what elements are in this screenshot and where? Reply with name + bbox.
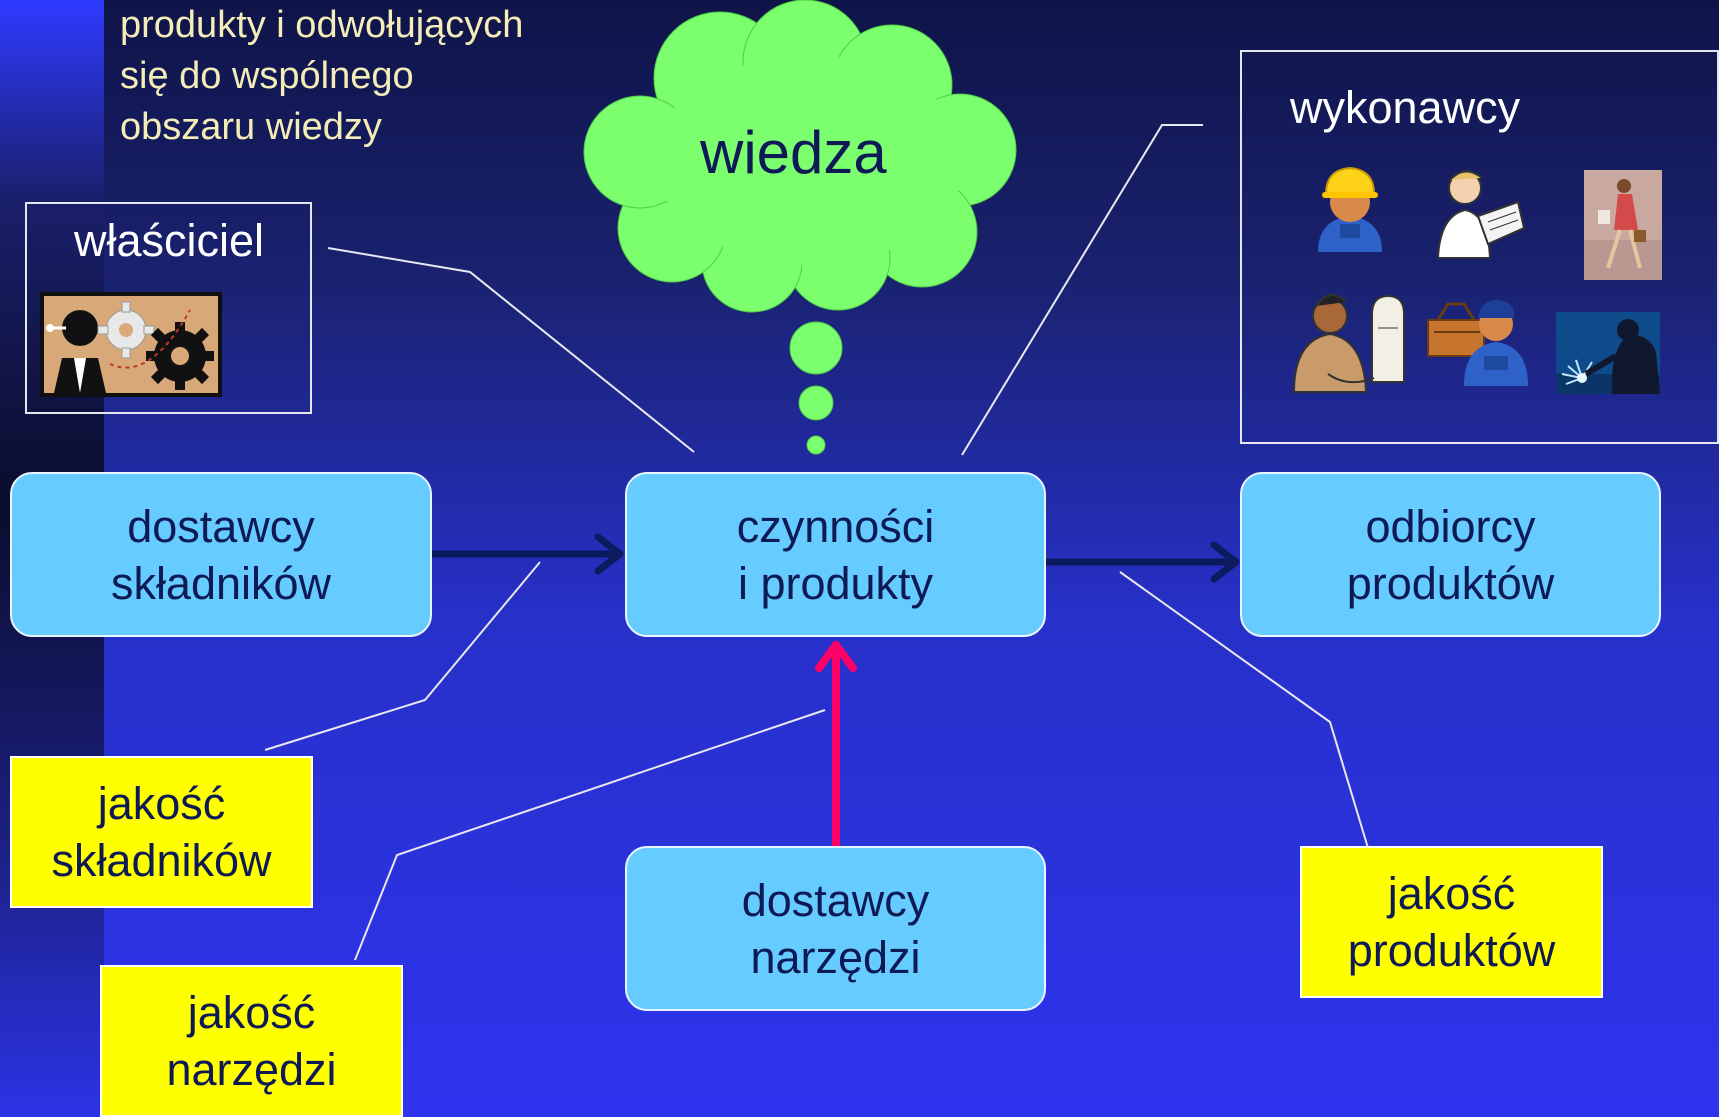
ingredient-quality-line-2: składników [51, 835, 272, 886]
construction-worker-icon [1310, 160, 1390, 252]
owner-callout-line [327, 247, 695, 453]
architect-icon [1430, 162, 1530, 262]
tool-suppliers-line-2: narzędzi [750, 931, 921, 983]
product-recipients-node: odbiorcy produktów [1240, 472, 1661, 637]
activities-node: czynności i produkty [625, 472, 1046, 637]
owner-frame [25, 202, 312, 414]
intro-line: produkty i odwołujących [120, 4, 524, 46]
intro-line: obszaru wiedzy [120, 106, 382, 148]
tool-quality-box: jakość narzędzi [100, 965, 403, 1117]
intro-text: produkty i odwołujących się do wspólnego… [120, 0, 590, 153]
tool-quality-callout-line [354, 709, 826, 961]
ingredient-quality-line-1: jakość [97, 778, 226, 829]
tools-arrow [815, 641, 857, 849]
product-quality-line-1: jakość [1387, 868, 1516, 919]
mechanic-toolbox-icon [1424, 286, 1534, 386]
tool-suppliers-node: dostawcy narzędzi [625, 846, 1046, 1011]
workers-label: wykonawcy [1290, 82, 1521, 133]
tool-quality-line-2: narzędzi [166, 1044, 337, 1095]
activities-line-2: i produkty [737, 557, 934, 609]
product-quality-box: jakość produktów [1300, 846, 1603, 998]
knowledge-label: wiedza [700, 119, 887, 186]
owner-label: właściciel [74, 215, 265, 266]
product-recipients-line-1: odbiorcy [1365, 500, 1536, 552]
ingredient-suppliers-line-1: dostawcy [127, 500, 315, 552]
tool-suppliers-line-1: dostawcy [741, 874, 930, 926]
workers-frame [1240, 50, 1719, 444]
welder-icon [1556, 312, 1660, 394]
ingredient-suppliers-line-2: składników [110, 557, 332, 609]
flow-arrow-right [1044, 541, 1240, 583]
flow-arrow-left [428, 533, 624, 575]
product-quality-line-2: produktów [1347, 925, 1556, 976]
ingredient-quality-callout-line [264, 561, 541, 751]
tool-quality-line-1: jakość [187, 987, 316, 1038]
owner-gears-icon [40, 292, 222, 397]
businesswoman-icon [1584, 170, 1662, 280]
activities-line-1: czynności [736, 500, 935, 552]
ingredient-quality-box: jakość składników [10, 756, 313, 908]
ingredient-suppliers-node: dostawcy składników [10, 472, 432, 637]
workers-callout-line [961, 124, 1203, 456]
product-quality-callout-line [1119, 571, 1369, 849]
product-recipients-line-2: produktów [1346, 557, 1555, 609]
knowledge-cloud [583, 0, 1017, 455]
computer-engineer-icon [1288, 278, 1416, 394]
intro-line: się do wspólnego [120, 55, 414, 97]
